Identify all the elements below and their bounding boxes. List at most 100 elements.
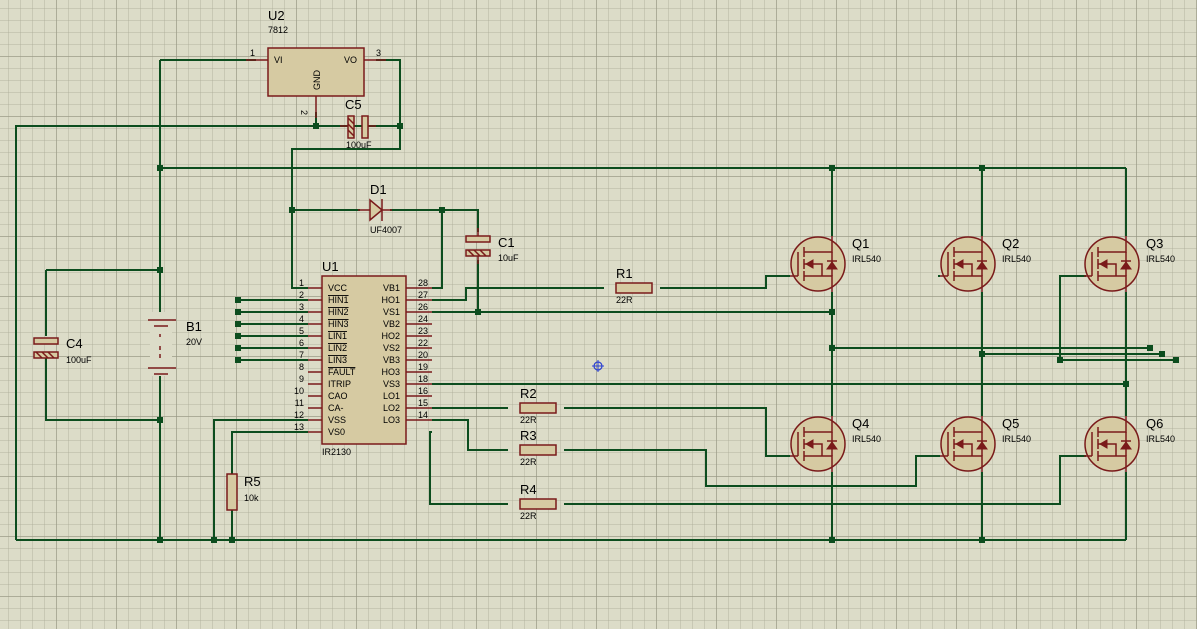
c4-value: 100uF [66,355,92,365]
mosfet-ref: Q3 [1146,236,1163,251]
u1-pin-name: HIN2 [328,307,349,317]
u1-pin-number: 4 [299,314,304,324]
resistor-r3[interactable]: R3 22R [519,428,557,467]
u1-pin-name: LIN1 [328,331,347,341]
diode-icon [826,261,838,270]
u1-pin-number: 3 [299,302,304,312]
c1-ref: C1 [498,235,515,250]
u1-pin-number: 28 [418,278,428,288]
mosfet-ref: Q1 [852,236,869,251]
resistor-r2[interactable]: R2 22R [519,386,557,425]
resistor-r1[interactable]: R1 22R [615,266,653,305]
arrow-icon [1098,259,1108,269]
u1-pin-number: 11 [295,398,304,408]
u1-pin-number: 7 [299,350,304,360]
u1-pin-number: 23 [418,326,428,336]
u1-pin-name: CA- [328,403,344,413]
u1-pin-name: VS2 [383,343,400,353]
u1-pin-number: 19 [418,362,428,372]
u1-pin-name: CAO [328,391,348,401]
regulator-u2[interactable]: U2 7812 VI VO GND 1 3 2 [246,8,386,118]
mosfet-ref: Q4 [852,416,869,431]
arrow-icon [804,439,814,449]
resistor-r5[interactable]: R5 10k [226,473,261,511]
u1-ref: U1 [322,259,339,274]
mosfet-ref: Q5 [1002,416,1019,431]
u1-pin-number: 26 [418,302,428,312]
capacitor-c5[interactable]: C5 100uF [340,97,376,150]
battery-b1[interactable]: B1 20V [148,312,202,376]
mosfet-ref: Q6 [1146,416,1163,431]
u1-pin-name: VSS [328,415,346,425]
resistor-r4[interactable]: R4 22R [519,482,557,521]
r5-value: 10k [244,493,259,503]
arrow-icon [954,439,964,449]
u1-pin-name: HO1 [381,295,400,305]
capacitor-c1[interactable]: C1 10uF [465,228,519,264]
u1-pin-number: 12 [294,410,304,420]
mosfet-value: IRL540 [852,434,881,444]
b1-ref: B1 [186,319,202,334]
u1-pin-name: VCC [328,283,348,293]
u1-pin-number: 9 [299,374,304,384]
mosfet-value: IRL540 [1146,254,1175,264]
u1-pin-name: VS3 [383,379,400,389]
u1-pin-name: HIN1 [328,295,349,305]
d1-ref: D1 [370,182,387,197]
r4-ref: R4 [520,482,537,497]
u1-pin-name: LIN2 [328,343,347,353]
u1-pin-name: HIN3 [328,319,349,329]
u1-pin-number: 16 [418,386,428,396]
u1-right-pins: 28VB127HO126VS124VB223HO222VS220VB319HO3… [381,278,432,425]
u1-pin-name: LO3 [383,415,400,425]
d1-value: UF4007 [370,225,402,235]
u2-pin-gnd: GND [312,70,322,91]
diode-icon [1120,261,1132,270]
u1-pin-name: LO2 [383,403,400,413]
capacitor-c4[interactable]: C4 100uF [33,336,92,365]
u2-pin-vo: VO [344,55,357,65]
diode-d1[interactable]: D1 UF4007 [358,182,402,235]
diode-icon [976,261,988,270]
r5-ref: R5 [244,474,261,489]
junction-dots [157,123,1179,543]
u1-pin-number: 14 [418,410,428,420]
r1-ref: R1 [616,266,633,281]
u2-ref: U2 [268,8,285,23]
crosshair-cursor-icon [592,360,604,372]
u2-pin1: 1 [250,48,255,58]
u1-pin-number: 20 [418,350,428,360]
u1-pin-name: VB1 [383,283,400,293]
u2-pin-vi: VI [274,55,283,65]
diode-icon [976,441,988,450]
wires [15,59,1176,541]
diode-icon [826,441,838,450]
u1-pin-name: HO3 [381,367,400,377]
u1-pin-number: 22 [418,338,428,348]
b1-value: 20V [186,337,202,347]
mosfets: Q1IRL540Q2IRL540Q3IRL540Q4IRL540Q5IRL540… [790,236,1175,472]
r4-value: 22R [520,511,537,521]
arrow-icon [1098,439,1108,449]
diode-icon [1120,441,1132,450]
u1-pin-number: 15 [418,398,428,408]
mosfet-value: IRL540 [852,254,881,264]
u1-pin-number: 18 [418,374,428,384]
arrow-icon [804,259,814,269]
u1-pin-number: 8 [299,362,304,372]
mosfet-ref: Q2 [1002,236,1019,251]
u2-pin3: 3 [376,48,381,58]
u1-pin-number: 1 [299,278,304,288]
c1-value: 10uF [498,253,519,263]
u1-pin-name: LO1 [383,391,400,401]
c5-value: 100uF [346,140,372,150]
